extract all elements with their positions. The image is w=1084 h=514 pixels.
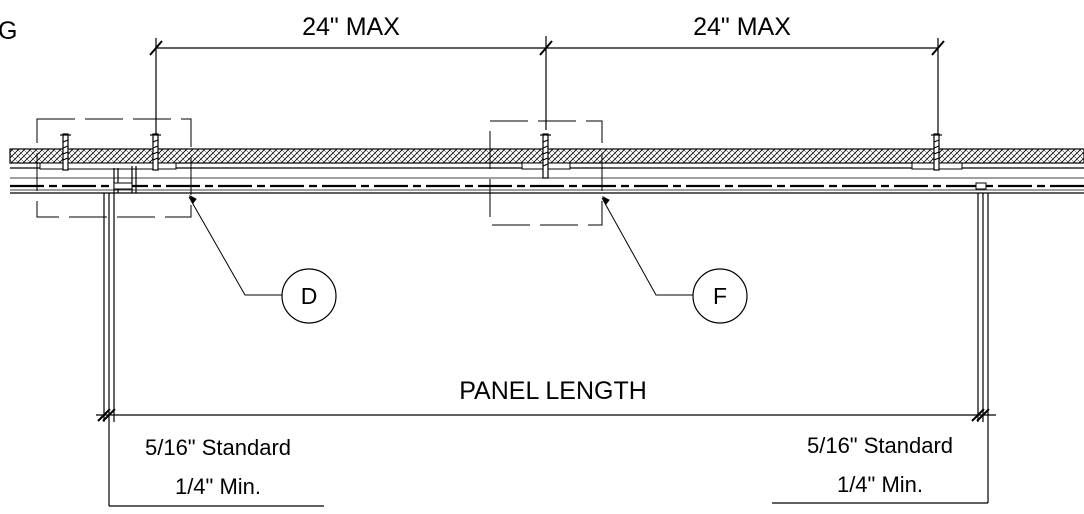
callout-f-label: F: [713, 283, 727, 309]
screw-icon: [60, 133, 71, 171]
left-joint: [39, 162, 177, 193]
detail-boundaries: [36, 118, 603, 226]
note-left-line1: 5/16" Standard: [145, 435, 291, 460]
panel-length-extensions: [103, 193, 989, 506]
callout-leaders: [188, 194, 694, 296]
panel-assembly: [9, 133, 1084, 194]
screw-icon: [150, 133, 161, 171]
fastener-spacing-dimension: [149, 36, 945, 138]
detail-f-boundary: [489, 120, 603, 226]
note-right-line2: 1/4" Min.: [837, 472, 923, 497]
callout-d-label: D: [301, 283, 318, 309]
screw-icon: [540, 133, 551, 179]
detail-d-boundary: [36, 118, 192, 218]
note-left-line2: 1/4" Min.: [175, 474, 261, 499]
note-right-line1: 5/16" Standard: [807, 433, 953, 458]
note-left: 5/16" Standard 1/4" Min.: [109, 435, 324, 507]
panel-length-dimension: [96, 408, 996, 422]
callout-d: D: [281, 268, 337, 324]
partial-label: G: [0, 17, 17, 45]
note-right: 5/16" Standard 1/4" Min.: [772, 433, 988, 504]
callout-f: F: [692, 268, 748, 324]
panel-length-label: PANEL LENGTH: [459, 377, 647, 405]
spacing-label-left: 24" MAX: [302, 13, 400, 41]
spacing-label-right: 24" MAX: [693, 13, 791, 41]
screw-icon: [931, 133, 942, 171]
